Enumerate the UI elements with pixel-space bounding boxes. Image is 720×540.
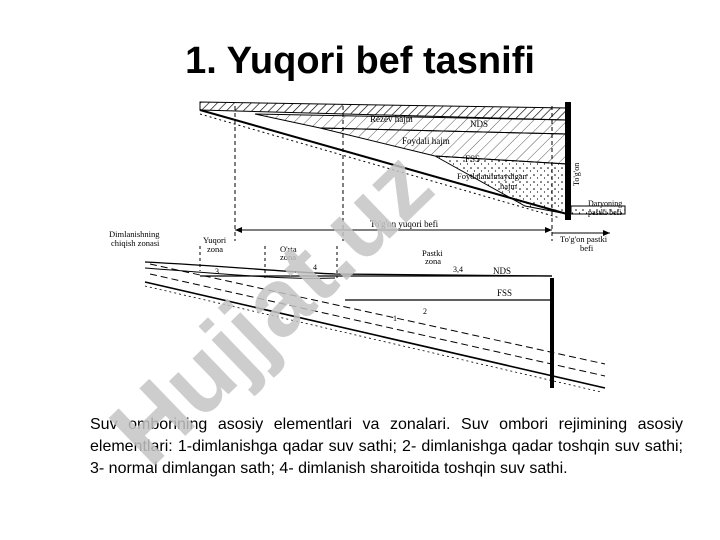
nds-label-lower: NDS xyxy=(493,266,511,276)
reserve-volume-label: Rezev hajm xyxy=(370,114,413,124)
arrow-head-lower xyxy=(603,230,610,236)
upper-zone-label-2: zona xyxy=(207,244,223,254)
lower-zone-label-2: zona xyxy=(425,256,441,266)
arrow-head-right xyxy=(545,227,552,233)
level-line-1 xyxy=(149,273,606,377)
lower-zone-label-1: Pastki xyxy=(422,248,443,258)
dead-volume-label-2: hajm xyxy=(500,181,517,191)
middle-zone-label-1: O'rta xyxy=(280,244,297,254)
backwater-exit-label-2: chiqish zonasi xyxy=(111,238,160,248)
lower-section: To'g'on yuqori befi To'g'on pastki befi … xyxy=(109,219,610,393)
arrow-head-left xyxy=(235,227,242,233)
lower-pool-label-1: To'g'on pastki xyxy=(560,234,608,244)
river-lower-label-2: pastki befi xyxy=(588,208,622,217)
upper-section: Rezev hajm NDS Foydali hajm FSS Foydalan… xyxy=(199,101,626,241)
upper-pool-label: To'g'on yuqori befi xyxy=(370,219,439,229)
normal-level-line xyxy=(144,261,553,277)
slide-title: 1. Yuqori bef tasnifi xyxy=(185,40,535,82)
dam-wall xyxy=(565,102,571,220)
riverbed-line xyxy=(199,109,568,215)
line-2-label: 2 xyxy=(423,307,427,316)
middle-zone-label-2: zona xyxy=(280,252,296,262)
line-3-label: 3 xyxy=(215,267,219,276)
backwater-exit-label-1: Dimlanishning xyxy=(109,229,160,239)
figure-caption: Suv omborining asosiy elementlari va zon… xyxy=(90,416,683,477)
level-line-2 xyxy=(149,263,606,365)
dam-label: To'g'on xyxy=(572,163,581,186)
useful-volume-label: Foydali hajm xyxy=(402,136,450,146)
dead-volume-label-1: Foydalanilmaydigan xyxy=(457,171,528,181)
fss-label-lower: FSS xyxy=(497,288,512,298)
line-1-label: 1 xyxy=(393,314,397,323)
riverbed-lower-texture xyxy=(144,285,602,393)
dam-wall-lower xyxy=(550,278,554,388)
river-lower-label-1: Daryoning xyxy=(588,199,622,208)
nds-label-upper: NDS xyxy=(470,119,488,129)
upper-zone-label-1: Yuqori xyxy=(203,235,227,245)
lower-pool-label-2: befi xyxy=(580,243,594,253)
reservoir-diagram-svg: Rezev hajm NDS Foydali hajm FSS Foydalan… xyxy=(109,101,626,393)
fss-label-upper: FSS xyxy=(465,154,480,164)
line-34-label: 3,4 xyxy=(453,265,463,274)
riverbed-lower xyxy=(144,281,606,389)
reservoir-diagram: Rezev hajm NDS Foydali hajm FSS Foydalan… xyxy=(105,96,665,396)
line-4-label: 4 xyxy=(313,263,317,272)
downstream-water xyxy=(570,205,626,215)
